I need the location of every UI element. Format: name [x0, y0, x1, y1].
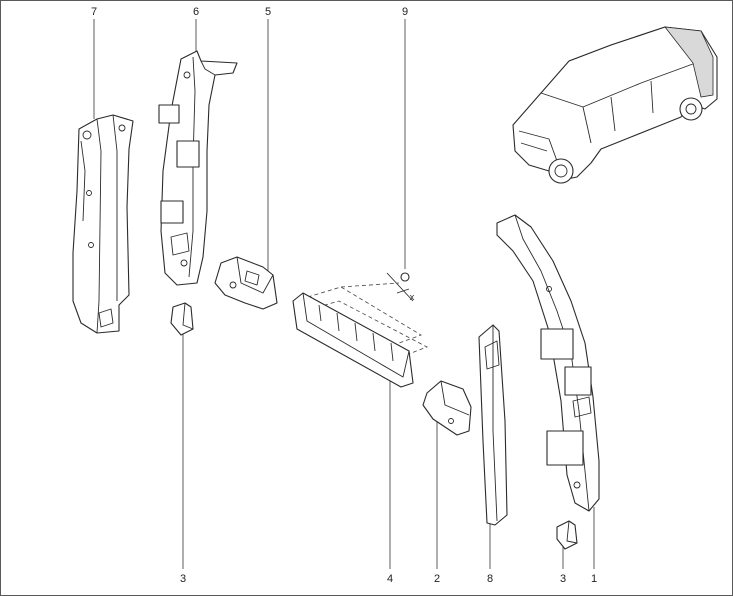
callout-7: 7 — [90, 6, 98, 18]
callout-9: 9 — [401, 6, 409, 18]
callout-5: 5 — [264, 6, 272, 18]
callout-3b: 3 — [559, 573, 567, 585]
callout-8: 8 — [486, 573, 494, 585]
callout-1: 1 — [590, 573, 598, 585]
part-1-bracket-upper — [540, 328, 574, 360]
vehicle-front-wheel — [548, 158, 574, 184]
vehicle-highlighted-pillar — [664, 26, 714, 98]
axis-mark: x — [409, 292, 415, 302]
part-1-bracket-mid — [564, 366, 592, 396]
callout-4: 4 — [386, 573, 394, 585]
callout-2: 2 — [433, 573, 441, 585]
callout-3a: 3 — [179, 573, 187, 585]
vehicle-rear-wheel — [679, 97, 703, 121]
callout-6: 6 — [192, 6, 200, 18]
part-6-bracket-lower — [160, 200, 184, 224]
part-6-bracket-upper — [158, 104, 180, 124]
part-1-bracket-lower — [546, 430, 584, 466]
part-6-bracket-mid — [176, 140, 200, 168]
